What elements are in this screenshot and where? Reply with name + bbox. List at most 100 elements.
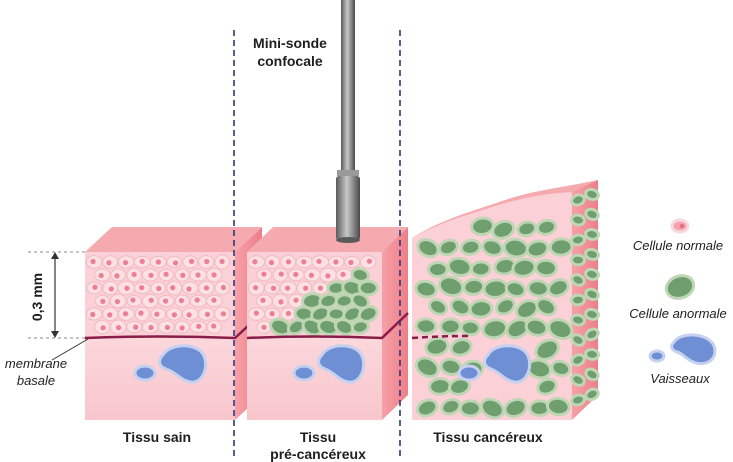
abnormal-cell: [571, 255, 585, 266]
cell-nucleus: [205, 312, 210, 317]
cell-nucleus: [253, 285, 258, 290]
cell-nucleus: [286, 311, 291, 316]
abnormal-cell: [460, 401, 480, 416]
cell-nucleus: [348, 260, 353, 265]
cell-nucleus: [186, 312, 191, 317]
cell-nucleus: [293, 298, 298, 303]
cell-nucleus: [219, 259, 224, 264]
cell-nucleus: [163, 298, 168, 303]
cell-nucleus: [204, 285, 209, 290]
cell-nucleus: [261, 325, 266, 330]
legend: Cellule normale Cellule anormale Vaissea…: [629, 220, 727, 386]
abnormal-cell: [463, 278, 484, 295]
abnormal-cell: [471, 261, 490, 276]
vessel-small: [135, 366, 155, 380]
abnormal-cell: [585, 349, 599, 361]
cell-nucleus: [114, 273, 119, 278]
cell-nucleus: [195, 297, 200, 302]
vessel-small: [459, 366, 479, 380]
cell-nucleus: [138, 311, 143, 316]
cell-nucleus: [254, 311, 259, 316]
cell-nucleus: [106, 260, 111, 265]
abnormal-cell: [550, 238, 573, 256]
abnormal-cell: [429, 378, 451, 395]
probe-label-line1: Mini-sonde: [253, 35, 327, 51]
cell-nucleus: [252, 259, 257, 264]
cell-nucleus: [123, 311, 128, 316]
cell-nucleus: [221, 311, 226, 316]
membrane-label-line2: basale: [17, 373, 55, 388]
legend-abnormal-cell-swatch: [663, 272, 697, 302]
cell-nucleus: [196, 324, 201, 329]
thickness-label: 0,3 mm: [29, 273, 45, 321]
confocal-probe: [336, 0, 360, 243]
cell-nucleus: [149, 298, 154, 303]
cell-nucleus: [180, 325, 185, 330]
membrane-label-line1: membrane: [5, 356, 67, 371]
cell-nucleus: [130, 297, 135, 302]
abnormal-cell: [571, 234, 585, 246]
abnormal-cell: [428, 262, 447, 276]
precancerous-side-face: [382, 227, 408, 420]
abnormal-cell: [483, 279, 508, 298]
tissue-block-cancerous: [412, 180, 600, 421]
abnormal-cell: [585, 268, 600, 280]
cell-nucleus: [293, 272, 298, 277]
cell-nucleus: [140, 259, 145, 264]
legend-vessels-label: Vaisseaux: [650, 371, 710, 386]
probe-tip-end: [336, 237, 360, 243]
cell-nucleus: [156, 259, 161, 264]
cell-nucleus: [92, 285, 97, 290]
abnormal-cell: [585, 229, 599, 241]
tissue-label-healthy: Tissu sain: [123, 429, 191, 445]
cell-nucleus: [211, 323, 216, 328]
cell-nucleus: [271, 286, 276, 291]
cell-nucleus: [325, 273, 330, 278]
probe-tip: [336, 176, 360, 240]
cell-nucleus: [170, 285, 175, 290]
cell-nucleus: [123, 260, 128, 265]
cell-nucleus: [132, 272, 137, 277]
cell-nucleus: [163, 272, 168, 277]
cell-nucleus: [99, 273, 104, 278]
cell-nucleus: [221, 285, 226, 290]
legend-normal-cell: Cellule normale: [633, 220, 723, 253]
cell-nucleus: [124, 286, 129, 291]
cell-nucleus: [301, 259, 306, 264]
legend-normal-cell-label: Cellule normale: [633, 238, 723, 253]
abnormal-cell: [461, 321, 480, 336]
cell-nucleus: [116, 325, 121, 330]
precancerous-stroma: [247, 338, 382, 420]
cell-nucleus: [204, 259, 209, 264]
cell-nucleus: [285, 286, 290, 291]
cell-nucleus: [100, 325, 105, 330]
cell-nucleus: [186, 286, 191, 291]
cell-nucleus: [261, 271, 266, 276]
cell-nucleus: [156, 286, 161, 291]
probe-cable: [341, 0, 355, 172]
cell-nucleus: [269, 260, 274, 265]
cell-nucleus: [180, 273, 185, 278]
abnormal-cell: [469, 300, 492, 319]
cell-nucleus: [90, 312, 95, 317]
precancerous-top-face: [247, 227, 408, 252]
cell-nucleus: [189, 259, 194, 264]
cell-nucleus: [303, 286, 308, 291]
legend-abnormal-cell-label: Cellule anormale: [629, 306, 727, 321]
healthy-stroma: [85, 338, 235, 420]
tissue-block-precancerous: [247, 227, 408, 420]
abnormal-cell: [471, 217, 495, 236]
tissue-label-cancerous: Tissu cancéreux: [433, 429, 543, 445]
cell-nucleus: [278, 299, 283, 304]
abnormal-cell: [571, 214, 586, 226]
tissue-label-precancerous-line2: pré-cancéreux: [270, 446, 366, 462]
cell-nucleus: [286, 259, 291, 264]
cell-nucleus: [179, 298, 184, 303]
cell-nucleus: [139, 285, 144, 290]
cell-nucleus: [195, 272, 200, 277]
abnormal-cell: [571, 294, 585, 305]
legend-vessels-swatch: [672, 335, 715, 364]
healthy-top-face: [85, 227, 262, 252]
cell-nucleus: [367, 259, 372, 264]
